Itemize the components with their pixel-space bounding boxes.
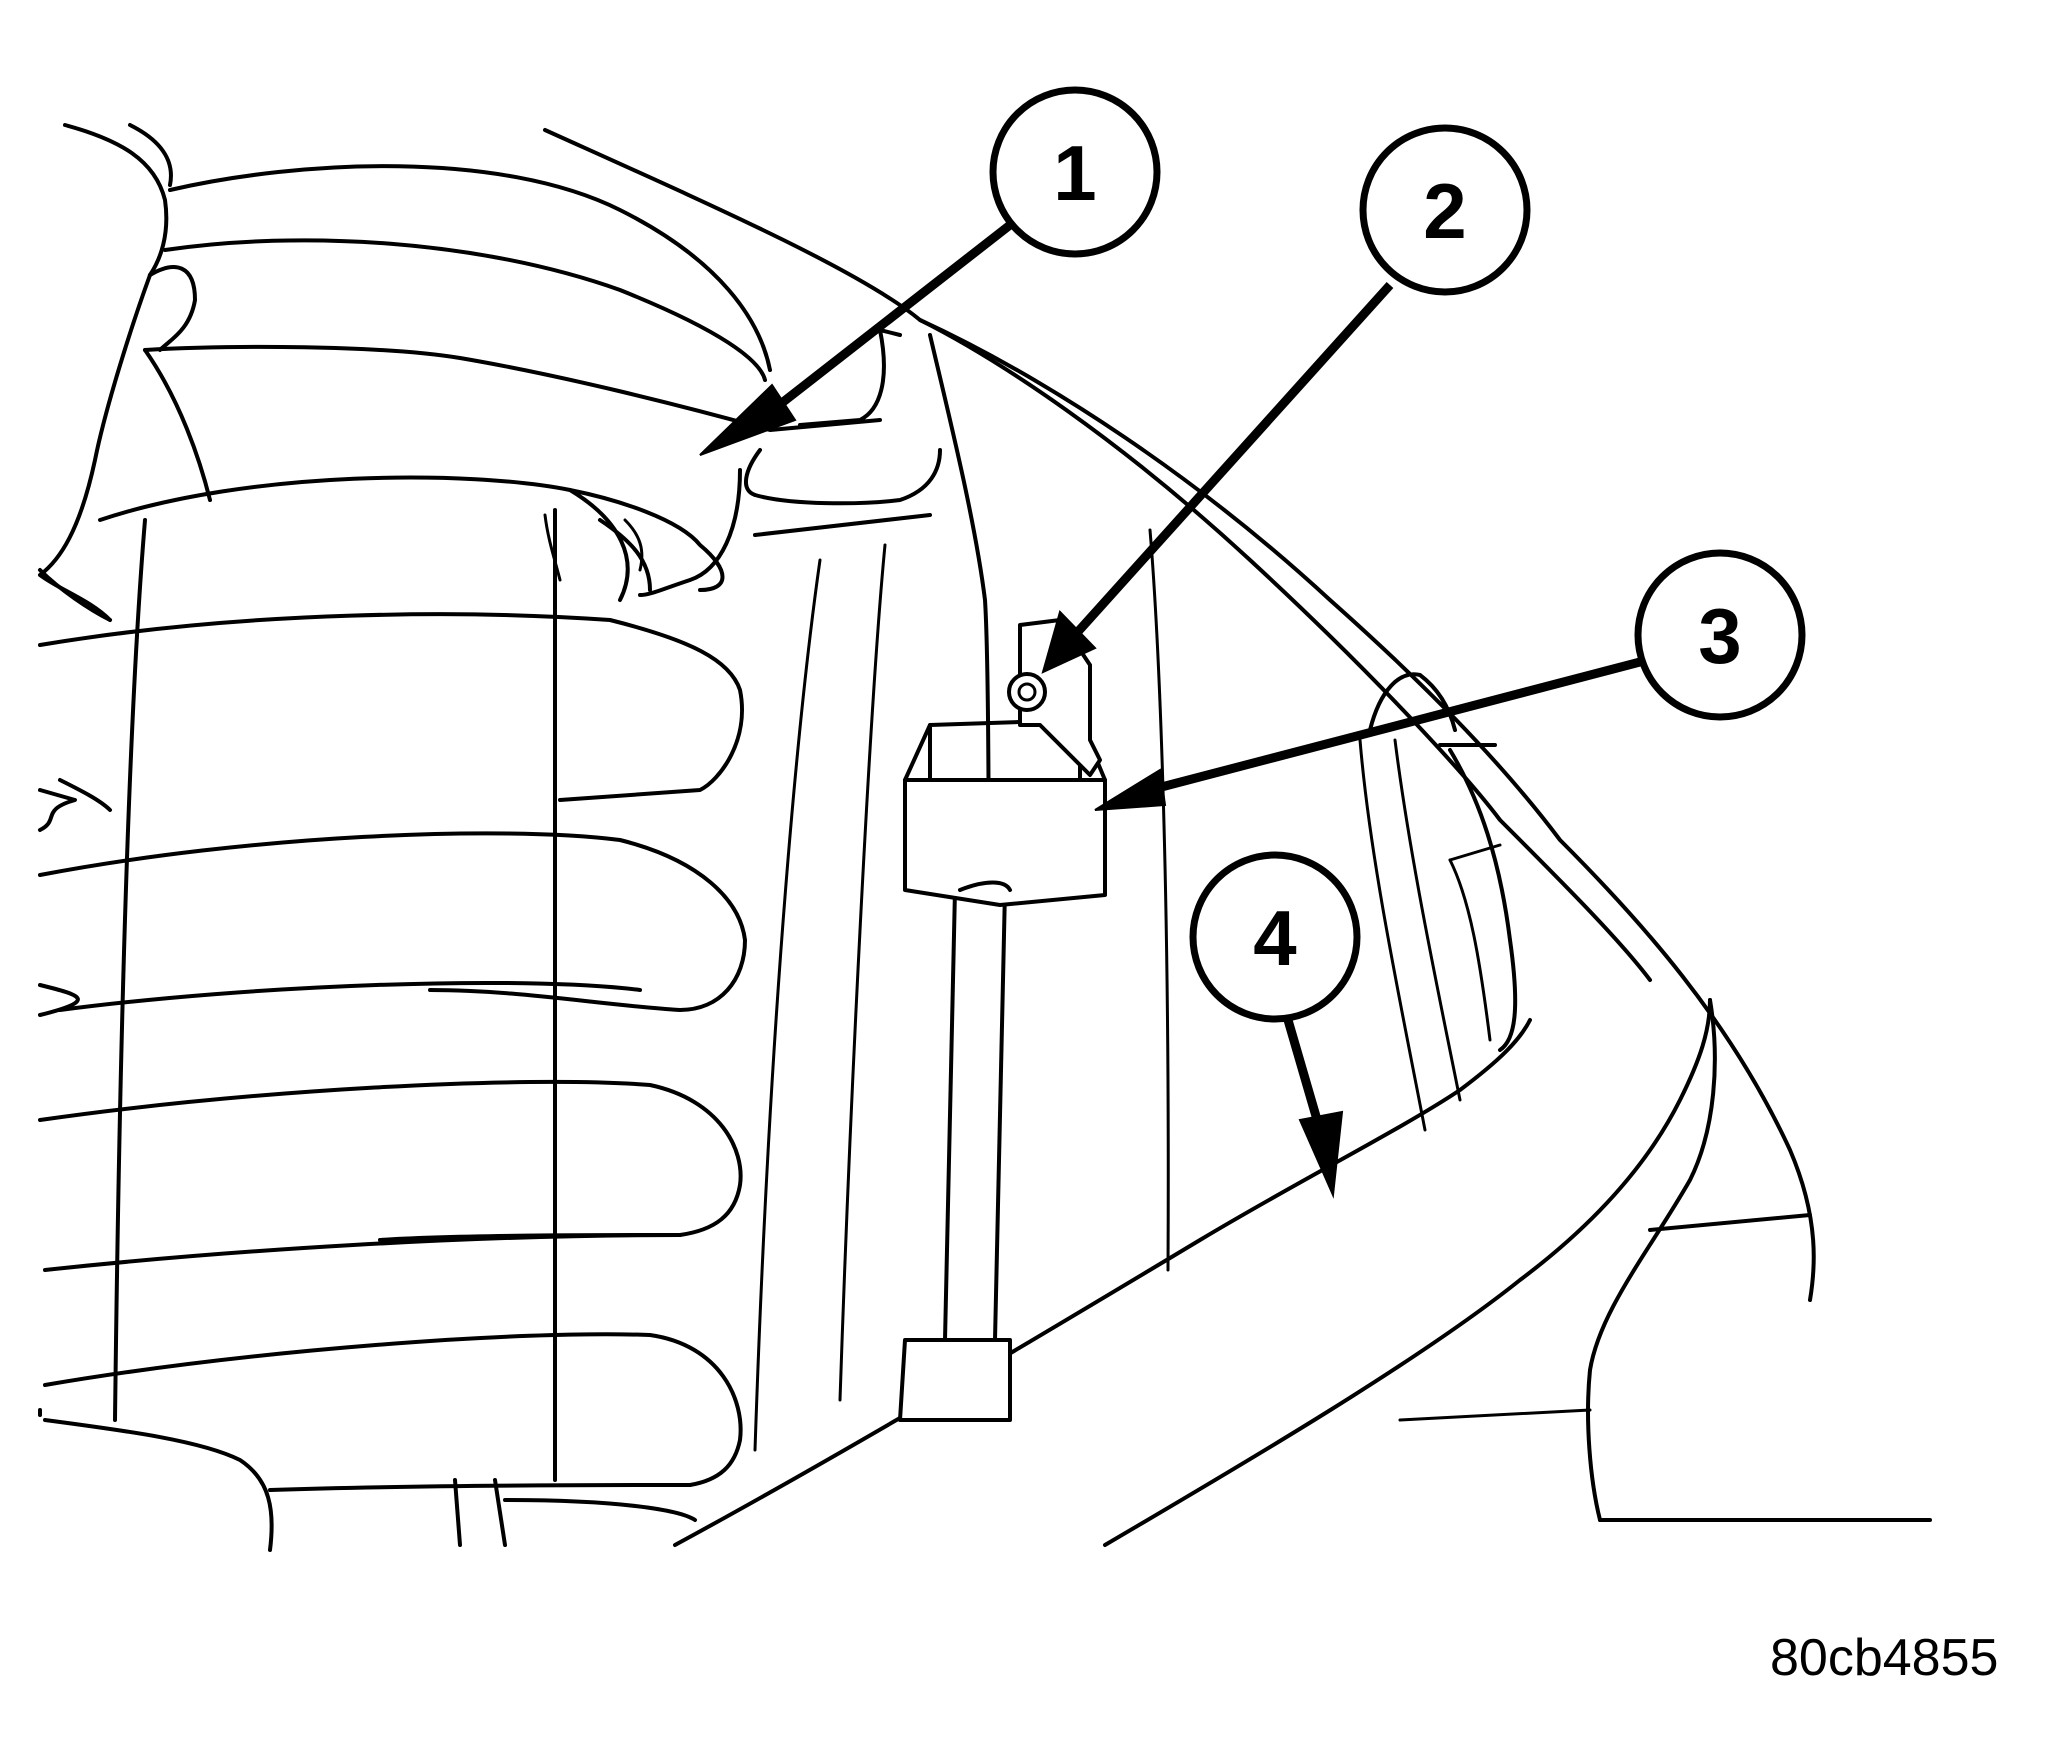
arrowhead-2 — [1041, 610, 1097, 674]
callout-2-label: 2 — [1423, 167, 1466, 255]
callout-3: 3 — [1634, 549, 1806, 721]
body-panel-outline — [543, 128, 1932, 1547]
callout-4: 4 — [1189, 851, 1361, 1023]
callout-leaders — [699, 221, 1642, 1199]
leader-1 — [757, 221, 1013, 424]
stabilizer-link — [898, 618, 1107, 1422]
leader-4 — [1283, 1018, 1325, 1132]
callout-2: 2 — [1359, 124, 1531, 296]
callout-1: 1 — [989, 86, 1161, 258]
figure-code: 80cb4855 — [1770, 1629, 1999, 1687]
callout-3-label: 3 — [1698, 592, 1741, 680]
coil-spring — [38, 273, 747, 1552]
leader-3 — [1148, 657, 1642, 795]
callout-4-label: 4 — [1253, 894, 1296, 982]
arrowhead-4 — [1298, 1110, 1344, 1199]
arrowhead-3 — [1094, 768, 1167, 811]
leader-2 — [1071, 281, 1394, 639]
spring-upper-seat — [63, 123, 942, 597]
arrowhead-1 — [699, 383, 797, 456]
callout-1-label: 1 — [1053, 129, 1096, 217]
